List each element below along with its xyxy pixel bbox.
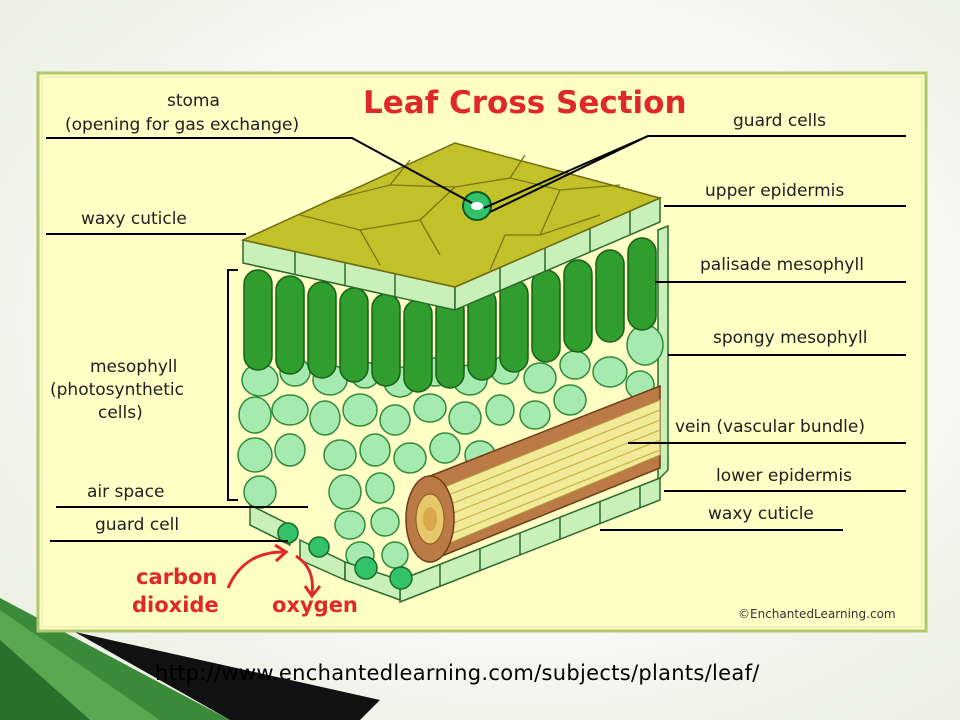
label-palisade-mesophyll: palisade mesophyll (700, 255, 864, 275)
label-guard-cells: guard cells (733, 111, 826, 131)
label-spongy-mesophyll: spongy mesophyll (713, 328, 867, 348)
label-guard-cell: guard cell (95, 515, 179, 535)
label-upper-epidermis: upper epidermis (705, 181, 844, 201)
mesophyll-bracket (227, 269, 238, 501)
palisade-mesophyll-cells (243, 237, 657, 393)
carbon-dioxide-arrowhead (274, 543, 289, 563)
upper-epidermis (242, 196, 661, 312)
label-dioxide: dioxide (132, 593, 219, 617)
label-air-space: air space (87, 482, 164, 502)
label-mesophyll-line1: mesophyll (90, 357, 177, 377)
diagram-panel-inner-border (41, 76, 923, 628)
lower-guard-cells (277, 522, 413, 590)
label-waxy-cuticle-top: waxy cuticle (81, 209, 187, 229)
label-oxygen: oxygen (272, 593, 358, 617)
gas-labels: carbon dioxide oxygen (132, 565, 358, 617)
label-stoma: stoma (167, 91, 220, 111)
source-url: http://www.enchantedlearning.com/subject… (155, 661, 760, 685)
green-wedge-deep (0, 640, 90, 720)
diagram-labels: stoma (opening for gas exchange) guard c… (50, 91, 867, 535)
copyright-text: ©EnchantedLearning.com (738, 607, 896, 621)
label-waxy-cuticle-bottom: waxy cuticle (708, 504, 814, 524)
diagram-title: Leaf Cross Section (363, 85, 687, 121)
vein-vascular-bundle (405, 384, 661, 563)
gas-arrows (226, 543, 322, 599)
lower-epidermis (249, 476, 661, 604)
carbon-dioxide-arrow (226, 550, 284, 589)
leader-lines (46, 135, 906, 542)
oxygen-arrowhead (303, 585, 322, 599)
stoma-opening (471, 202, 483, 210)
oxygen-arrow (295, 554, 314, 595)
waxy-cuticle-top (240, 142, 663, 288)
black-streak (75, 632, 380, 720)
label-stoma-note: (opening for gas exchange) (65, 115, 299, 135)
label-mesophyll-line2: (photosynthetic (50, 380, 184, 400)
label-mesophyll-line3: cells) (98, 403, 143, 423)
label-lower-epidermis: lower epidermis (716, 466, 852, 486)
label-carbon: carbon (136, 565, 217, 589)
label-vein: vein (vascular bundle) (675, 417, 865, 437)
